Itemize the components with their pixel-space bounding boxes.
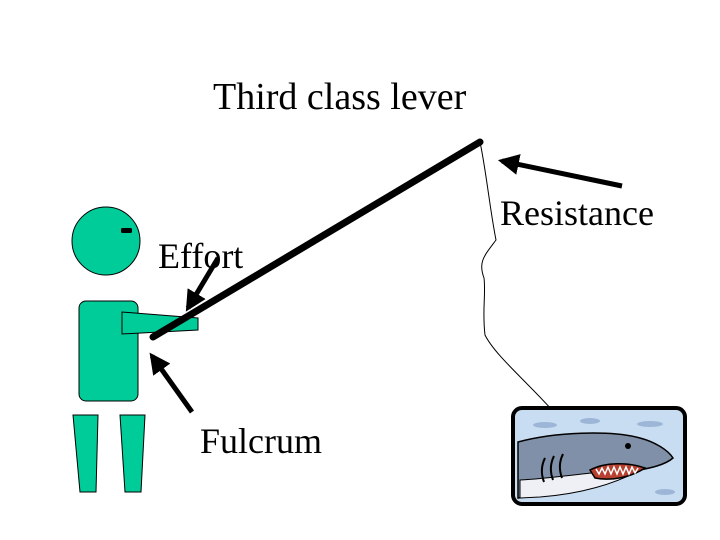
fishing-line	[479, 141, 553, 411]
shark-picture	[511, 406, 687, 506]
fulcrum-label: Fulcrum	[200, 421, 322, 461]
effort-arrow-icon	[185, 256, 221, 312]
diagram-title: Third class lever	[213, 76, 467, 118]
shark-eye	[625, 443, 631, 449]
person-eye	[121, 228, 132, 233]
person-head	[71, 206, 141, 276]
fulcrum-arrow-icon	[149, 352, 195, 414]
person-right-leg	[119, 414, 146, 493]
shark-gills	[540, 453, 564, 483]
effort-label: Effort	[158, 236, 244, 276]
resistance-arrow-icon	[497, 154, 623, 189]
person-left-leg	[72, 414, 99, 493]
resistance-label: Resistance	[500, 193, 654, 233]
shark-teeth	[595, 465, 639, 476]
fishing-rod	[149, 138, 484, 341]
person-figure	[71, 206, 199, 493]
